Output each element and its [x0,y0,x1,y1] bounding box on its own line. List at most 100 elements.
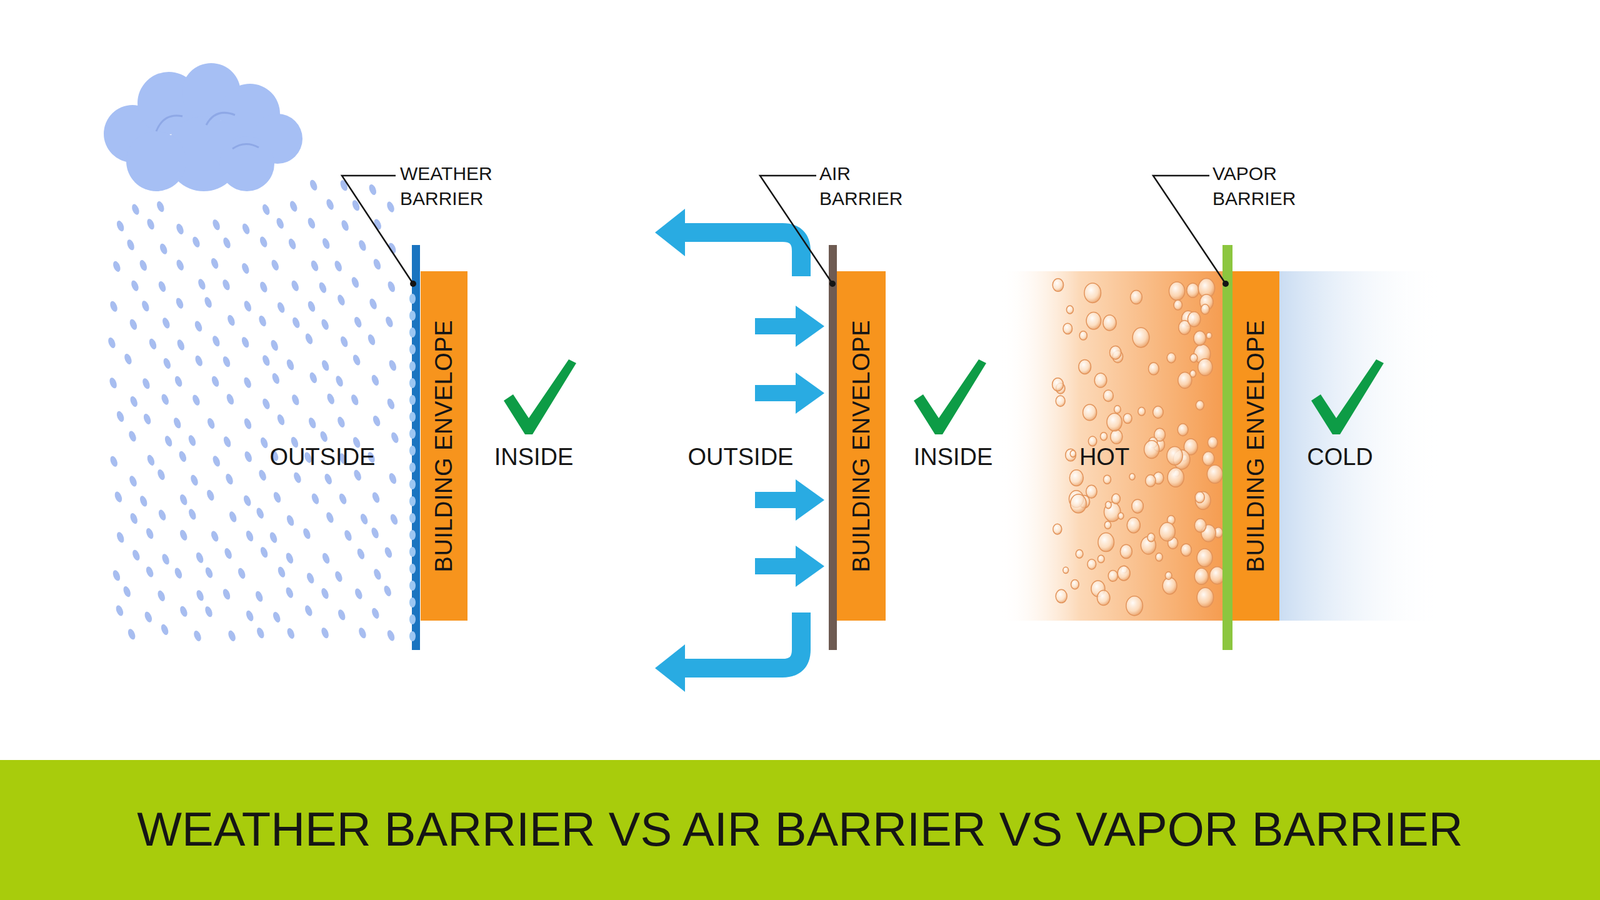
cold-zone [1277,271,1442,621]
rain-drop [193,320,204,333]
check-mark [503,359,577,435]
rain-drop [325,198,335,211]
vapor-barrier-line [1222,245,1233,650]
hot-zone [1000,271,1227,621]
rain-drop [211,218,222,231]
rain-drop [128,511,139,525]
rain-drop [284,551,295,565]
condensation-drop [1153,406,1164,419]
rain-drop [156,589,167,602]
rain-drop [187,508,198,521]
rain-drop [160,393,170,406]
rain-drops [106,178,400,643]
envelope-box: BUILDING ENVELOPE [420,271,468,621]
rain-drop [275,216,285,230]
rain-drop [308,371,319,384]
condensation-drop [1178,372,1192,389]
rain-drop [269,338,280,352]
rain-drop [275,413,286,426]
rain-drop [336,415,347,429]
rain-drop [210,375,221,388]
rain-drop [115,219,126,232]
rain-drop [370,526,380,539]
rain-drop [287,237,298,250]
rain-drop [191,393,202,407]
rain-drop [385,397,396,410]
wall-drop [409,513,416,524]
callout-label: WEATHER BARRIER [400,161,507,212]
rain-drop [211,335,222,348]
condensation-drop [1173,300,1183,310]
condensation-drop [1087,559,1097,570]
condensation-drop [1110,430,1123,445]
check-mark [913,359,987,435]
rain-drop [189,473,200,487]
rain-drop [303,332,314,345]
rain-drop [271,610,282,624]
rain-drop [147,337,158,350]
condensation-drop [1130,290,1143,305]
rain-drop [338,492,349,505]
condensation-drop [1196,548,1213,567]
wall-drop [409,445,416,456]
side-label: INSIDE [494,443,574,471]
rain-drop [175,338,186,352]
rain-drop [178,605,189,618]
condensation-drop [1162,577,1177,595]
side-label: OUTSIDE [270,443,376,471]
rain-drop [192,629,203,642]
condensation-drop [1126,517,1140,534]
rain-drop [388,513,399,526]
rain-drop [160,623,170,636]
rain-drop [285,358,295,371]
rain-drop [261,203,272,216]
rain-drop [370,606,381,620]
rain-drop [175,222,185,235]
leader-dot [410,280,417,287]
rain-drop [161,356,172,370]
rain-drop [308,178,319,192]
rain-drop [353,315,364,329]
rain-drop [307,416,318,429]
rain-drop [224,472,235,485]
condensation-drop [1193,331,1207,346]
rain-drop [333,259,344,272]
wall-drop [409,293,416,304]
rain-drop [158,242,169,255]
rain-drop [115,410,126,423]
condensation-drop [1159,522,1175,542]
rain-drop [130,203,141,216]
rain-drop [257,314,268,327]
condensation-drop [1169,281,1185,301]
rain-drop [321,236,332,250]
condensation-drop [1198,358,1213,376]
rain-drop [178,528,189,542]
condensation-drop [1129,473,1135,480]
rain-drop [242,300,253,313]
rain-drop [339,335,350,348]
rain-drop [301,527,312,540]
rain-drop [317,281,328,294]
condensation-drop [1126,596,1144,616]
wall-drop [409,580,416,591]
condensation-drop [1148,362,1160,375]
wall-drop [409,563,416,574]
condensation-drop [1201,304,1210,315]
rain-drop [244,529,255,542]
rain-drop [334,375,345,388]
condensation-drop [1097,555,1105,563]
rain-drop [141,377,152,390]
rain-drop [195,589,205,602]
rain-drop [126,628,137,641]
rain-drop [140,299,151,312]
condensation-drops [1052,278,1225,616]
rain-drop [259,436,270,449]
rain-drop [372,568,383,581]
rain-drop [223,546,234,560]
rain-drop [242,417,253,430]
rain-drop [386,280,397,293]
rain-drop [106,336,117,349]
rain-drop [221,236,232,249]
rain-drop [210,256,220,270]
rain-drop [177,450,188,463]
